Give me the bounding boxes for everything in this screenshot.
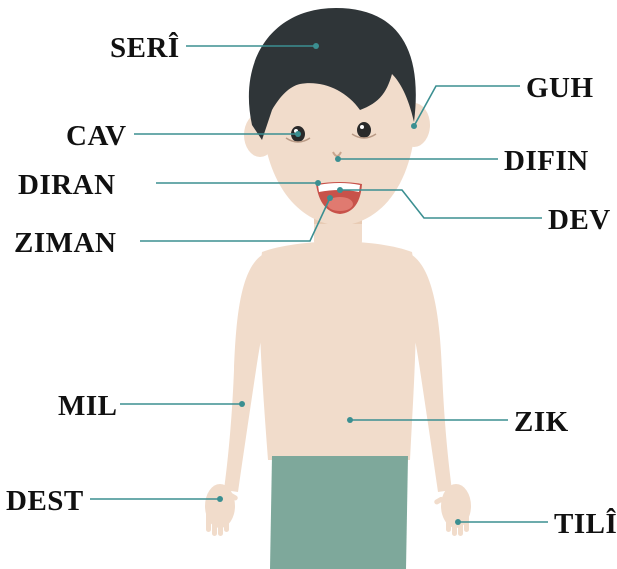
label-teeth: DIRAN xyxy=(18,169,116,201)
right-eye xyxy=(357,122,371,138)
label-eye: CAV xyxy=(66,120,127,152)
left-hand xyxy=(205,484,239,536)
label-arm: MIL xyxy=(58,390,118,422)
label-tongue: ZIMAN xyxy=(14,227,116,259)
child-figure xyxy=(205,8,471,569)
leader-ear xyxy=(414,86,520,126)
torso xyxy=(260,242,416,461)
label-nose: DIFIN xyxy=(504,145,589,177)
label-hand: DEST xyxy=(6,485,84,517)
label-ear: GUH xyxy=(526,72,594,104)
shorts xyxy=(270,456,408,569)
label-belly: ZIK xyxy=(514,406,569,438)
label-finger: TILÎ xyxy=(554,507,617,540)
label-mouth: DEV xyxy=(548,204,611,236)
label-head: SERÎ xyxy=(110,31,180,64)
